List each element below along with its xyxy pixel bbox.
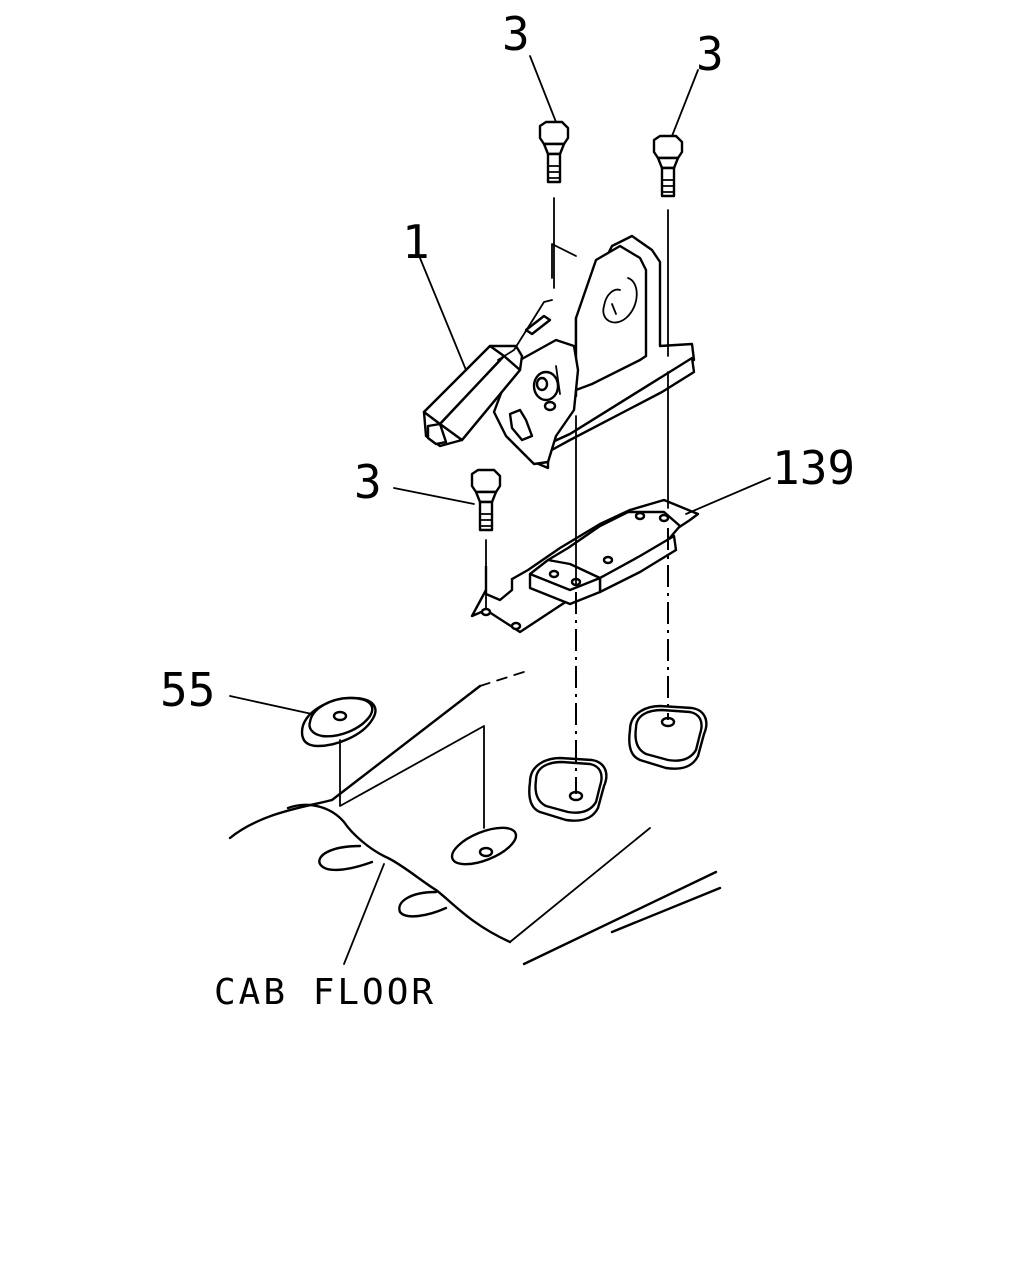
bolt-top-right [652, 134, 684, 198]
callout-bolt-top-right: 3 [696, 27, 724, 81]
floor-grommet-center [528, 756, 608, 822]
callout-bolt-top-left: 3 [502, 7, 530, 61]
callout-bolt-left: 3 [354, 455, 382, 509]
grommet-part-55 [300, 696, 485, 829]
bolt-top-left [538, 120, 570, 184]
cab-floor [228, 669, 722, 966]
caption-cab-floor: CAB FLOOR [214, 972, 436, 1013]
bracket-part-139 [470, 498, 700, 634]
callout-lever: 1 [402, 215, 430, 269]
leader-lines [229, 55, 771, 965]
callout-bracket: 139 [772, 441, 855, 495]
assembly-center-lines [485, 197, 669, 794]
lever-assembly-part-1 [422, 234, 696, 470]
bolt-left [470, 468, 502, 532]
floor-grommet-right [628, 704, 708, 770]
callout-grommet: 55 [160, 663, 215, 717]
